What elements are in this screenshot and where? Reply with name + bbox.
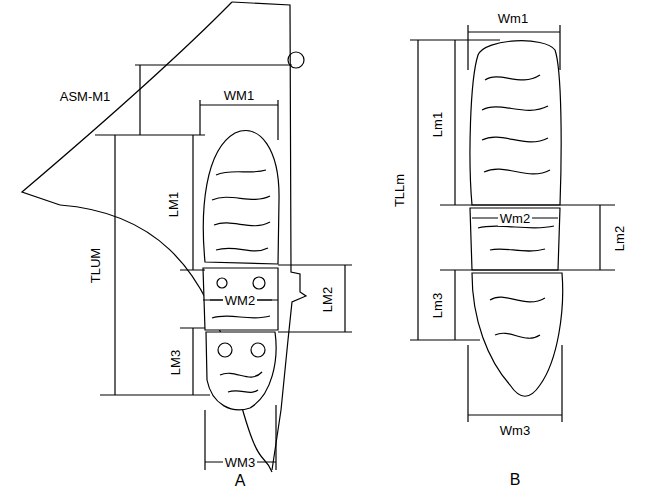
measurement-label: LM1 [166,189,181,218]
measurement-label: TLUM [88,245,103,284]
measurement-label: Lm2 [612,223,627,252]
measurement-label: TLLm [392,171,407,208]
panel-letter: A [232,472,249,490]
measurement-label: Wm2 [498,211,532,226]
measurement-label: Lm3 [430,290,445,319]
measurement-label: Wm3 [498,423,532,438]
measurement-label: Wm1 [496,11,530,26]
measurement-label: WM1 [222,88,256,103]
panel-letter: B [507,471,524,489]
measurement-label: LM3 [168,347,183,376]
measurement-label: LM2 [320,284,335,313]
measurement-label: WM3 [223,455,257,470]
measurement-label: WM2 [223,293,257,308]
measurement-label: ASM-M1 [58,89,113,104]
measurement-label: Lm1 [430,109,445,138]
